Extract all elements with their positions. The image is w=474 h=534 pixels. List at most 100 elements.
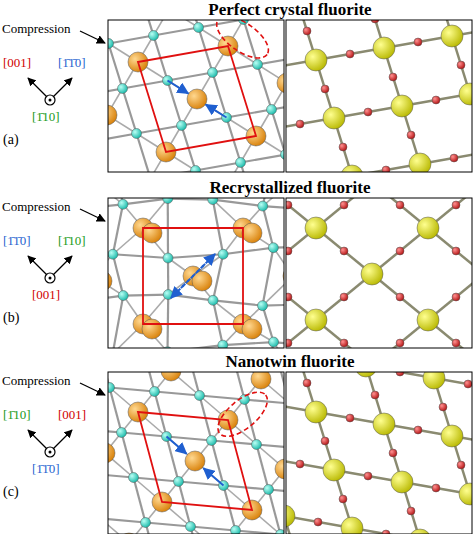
- bond-line: [171, 351, 188, 372]
- fluorine-atom: [48, 334, 58, 344]
- bond-line: [112, 376, 180, 388]
- bond-line: [176, 306, 188, 351]
- cation-ball: [133, 261, 155, 283]
- cation-ball: [305, 33, 327, 55]
- cation-ball: [337, 297, 359, 319]
- cation-ball: [137, 171, 159, 193]
- anion-ball: [292, 240, 300, 248]
- bond-line: [89, 285, 103, 330]
- anion-ball: [414, 426, 422, 434]
- bond-line: [73, 180, 93, 210]
- anion-ball: [116, 109, 124, 117]
- anion-ball: [340, 293, 348, 301]
- bond-line: [317, 112, 319, 151]
- anion-ball: [339, 143, 347, 151]
- bond-line: [17, 486, 72, 491]
- anion-ball: [4, 339, 12, 347]
- bond-line: [230, 14, 248, 72]
- bond-line: [61, 168, 77, 195]
- bond-line: [260, 90, 316, 136]
- anion-ball: [99, 343, 107, 351]
- cation-ball: [473, 79, 474, 101]
- fluorine-atom: [418, 104, 428, 114]
- fluorine-atom: [358, 146, 368, 156]
- axis-out-symbol: [45, 273, 55, 283]
- bond-line: [64, 44, 109, 52]
- compression-arrow: [80, 383, 105, 395]
- bond-line: [154, 28, 199, 36]
- calcium-atom: [185, 451, 205, 471]
- bond-line: [47, 150, 61, 195]
- direction-label: [001]: [58, 408, 86, 423]
- fluorine-atom: [207, 436, 217, 446]
- fluorine-atom: [218, 157, 228, 167]
- anion-ball: [117, 121, 125, 129]
- cation-ball: [101, 365, 123, 387]
- fluorine-atom: [163, 155, 173, 165]
- cation-ball: [269, 285, 291, 307]
- bond-line: [148, 44, 204, 90]
- bond-line: [63, 248, 113, 255]
- bond-line: [32, 425, 77, 429]
- bond-line: [18, 324, 43, 343]
- anion-ball: [116, 247, 124, 255]
- anion-ball: [296, 120, 304, 128]
- bond-line: [204, 90, 260, 136]
- bond-line: [204, 274, 260, 320]
- compression-arrow: [80, 31, 105, 43]
- axis-arrow: [53, 78, 72, 97]
- bond-line: [204, 310, 221, 331]
- bond-line: [89, 474, 101, 519]
- bond-line: [76, 142, 92, 169]
- anion-ball: [192, 332, 200, 340]
- anion-ball: [340, 155, 348, 163]
- calcium-atom: [142, 319, 162, 339]
- fluorine-atom: [13, 338, 23, 348]
- bond-line: [196, 163, 241, 171]
- anion-ball: [396, 293, 404, 301]
- cation-ball: [205, 493, 227, 515]
- anion-ball: [407, 131, 415, 139]
- anion-ball: [284, 293, 292, 301]
- anion-ball: [228, 201, 236, 209]
- anion-ball: [153, 517, 161, 525]
- panel-ground: [108, 198, 284, 348]
- fluorine-atom: [408, 153, 418, 163]
- cation-ball: [169, 73, 191, 95]
- cation-ball: [441, 25, 463, 47]
- bond-line: [180, 388, 198, 446]
- cation-ball: [237, 61, 259, 83]
- bond-line: [113, 113, 122, 153]
- cation-ball: [219, 331, 241, 353]
- calcium-atom: [42, 319, 62, 339]
- cation-ball: [423, 367, 445, 389]
- bond-line: [134, 478, 146, 523]
- cation-ball: [193, 125, 215, 147]
- fluorine-atom: [28, 100, 38, 110]
- displacement-arrow: [206, 105, 227, 118]
- bond-line: [63, 449, 73, 486]
- anion-ball: [88, 204, 96, 212]
- fluorine-atom: [3, 330, 13, 340]
- fluorine-atom: [69, 108, 79, 118]
- fluorine-atom: [313, 146, 323, 156]
- bond-line: [63, 248, 74, 302]
- cation-ball: [83, 27, 105, 49]
- anion-ball: [228, 247, 236, 255]
- bond-line: [167, 437, 212, 441]
- bond-line: [78, 97, 92, 142]
- bond-line: [65, 384, 110, 388]
- bond-line: [8, 335, 20, 380]
- bond-line: [63, 349, 113, 354]
- fluorine-atom: [51, 510, 61, 520]
- fluorine-atom: [84, 280, 94, 290]
- anion-ball: [396, 201, 404, 209]
- bond-line: [47, 142, 92, 150]
- anion-ball: [271, 155, 279, 163]
- cation-ball: [361, 79, 383, 101]
- fluorine-atom: [252, 440, 262, 450]
- calcium-atom: [33, 218, 53, 238]
- fluorine-atom: [240, 395, 250, 405]
- anion-ball: [278, 402, 286, 410]
